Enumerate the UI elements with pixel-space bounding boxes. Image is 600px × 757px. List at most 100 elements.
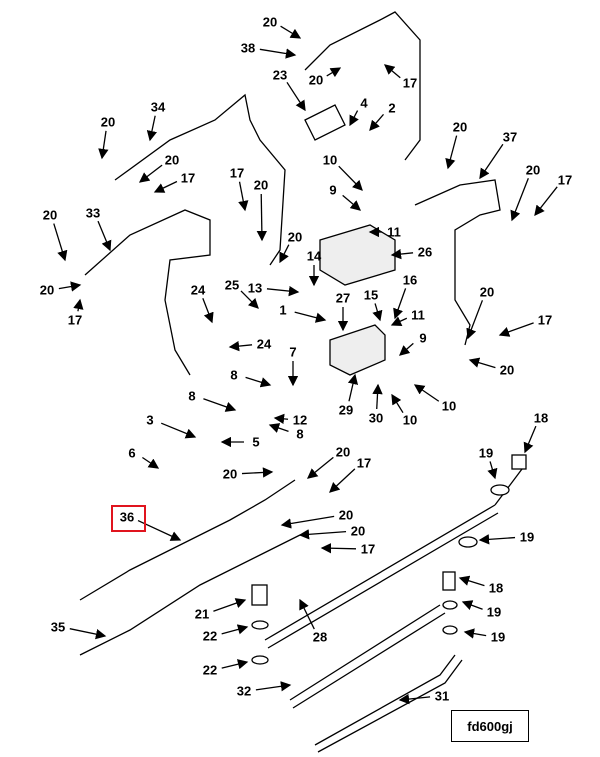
callout-label: 21 <box>194 606 210 622</box>
callout-arrow <box>58 281 82 292</box>
callout-label: 36 <box>119 509 135 525</box>
callout-label: 20 <box>525 162 541 178</box>
callout-label: 22 <box>202 662 218 678</box>
hose-37 <box>414 179 501 346</box>
valve-block-26 <box>319 224 396 286</box>
callout-arrow <box>238 181 249 212</box>
callout-label: 24 <box>190 282 206 298</box>
callout-label: 20 <box>262 14 278 30</box>
callout-label: 30 <box>368 410 384 426</box>
callout-label: 17 <box>67 312 83 328</box>
callout-label: 23 <box>272 67 288 83</box>
callout-label: 20 <box>338 507 354 523</box>
callout-arrow <box>273 413 289 425</box>
callout-arrow <box>338 165 363 191</box>
callout-label: 12 <box>292 412 308 428</box>
callout-label: 38 <box>240 40 256 56</box>
callout-label: 27 <box>335 290 351 306</box>
callout-label: 29 <box>338 402 354 418</box>
hose-36 <box>79 479 296 601</box>
callout-label: 9 <box>329 182 337 198</box>
callout-arrow <box>399 342 414 356</box>
callout-arrow <box>73 298 84 312</box>
callout-arrow <box>221 659 249 670</box>
callout-label: 20 <box>335 444 351 460</box>
callout-label: 9 <box>419 330 427 346</box>
callout-label: 33 <box>85 205 101 221</box>
callout-arrow <box>384 64 401 79</box>
callout-arrow <box>228 340 253 352</box>
callout-label: 20 <box>452 119 468 135</box>
callout-label: 32 <box>236 683 252 699</box>
callout-arrow <box>466 300 484 340</box>
callout-label: 6 <box>128 445 136 461</box>
callout-label: 35 <box>50 619 66 635</box>
callout-arrow <box>372 383 383 410</box>
callout-arrow <box>256 193 268 242</box>
callout-label: 20 <box>287 229 303 245</box>
callout-label: 15 <box>363 287 379 303</box>
highlight-box-36 <box>111 505 146 532</box>
callout-label: 31 <box>434 688 450 704</box>
hose-31 <box>314 654 463 753</box>
callout-arrow <box>294 311 327 323</box>
bracket-23 <box>304 104 346 141</box>
callout-arrow <box>398 693 431 705</box>
callout-label: 18 <box>533 410 549 426</box>
callout-arrow <box>142 456 160 469</box>
callout-arrow <box>53 223 68 262</box>
diagram-code-label: fd600gj <box>451 710 529 742</box>
callout-label: 10 <box>402 412 418 428</box>
callout-arrow <box>458 575 485 587</box>
hose-38 <box>304 11 421 161</box>
callout-arrow <box>153 180 178 193</box>
callout-label: 17 <box>360 541 376 557</box>
callout-label: 8 <box>230 367 238 383</box>
callout-arrow <box>306 456 334 479</box>
callout-label: 20 <box>222 466 238 482</box>
callout-label: 5 <box>252 434 260 450</box>
callout-label: 28 <box>312 629 328 645</box>
callout-arrow <box>98 130 109 160</box>
callout-label: 34 <box>150 99 166 115</box>
callout-label: 24 <box>256 336 272 352</box>
callout-arrow <box>202 298 214 324</box>
callout-label: 7 <box>289 344 297 360</box>
hose-33 <box>84 209 211 376</box>
callout-arrow <box>299 598 315 630</box>
callout-arrow <box>268 423 289 433</box>
callout-arrow <box>279 244 290 264</box>
callout-arrow <box>479 143 504 180</box>
callout-arrow <box>320 543 357 554</box>
callout-arrow <box>138 164 163 183</box>
callout-label: 20 <box>308 72 324 88</box>
callout-label: 17 <box>229 165 245 181</box>
callout-arrow <box>203 398 237 412</box>
callout-arrow <box>413 384 440 402</box>
callout-arrow <box>241 467 274 478</box>
callout-label: 20 <box>42 207 58 223</box>
callout-label: 13 <box>247 280 263 296</box>
hose-34 <box>114 93 286 266</box>
callout-label: 17 <box>402 75 418 91</box>
callout-arrow <box>372 303 383 322</box>
callout-label: 37 <box>502 129 518 145</box>
callout-arrow <box>487 461 498 480</box>
callout-arrow <box>280 515 335 529</box>
callout-arrow <box>523 425 537 454</box>
tube-18 <box>494 464 526 506</box>
callout-label: 20 <box>253 177 269 193</box>
hose-32 <box>289 604 446 709</box>
callout-label: 17 <box>537 312 553 328</box>
callout-label: 25 <box>224 277 240 293</box>
callout-arrow <box>160 422 197 439</box>
callout-arrow <box>259 48 297 59</box>
callout-label: 1 <box>279 302 287 318</box>
hose-35 <box>79 534 301 656</box>
callout-label: 14 <box>306 248 322 264</box>
callout-label: 20 <box>479 284 495 300</box>
callout-arrow <box>349 110 359 127</box>
callout-arrow <box>146 115 157 142</box>
